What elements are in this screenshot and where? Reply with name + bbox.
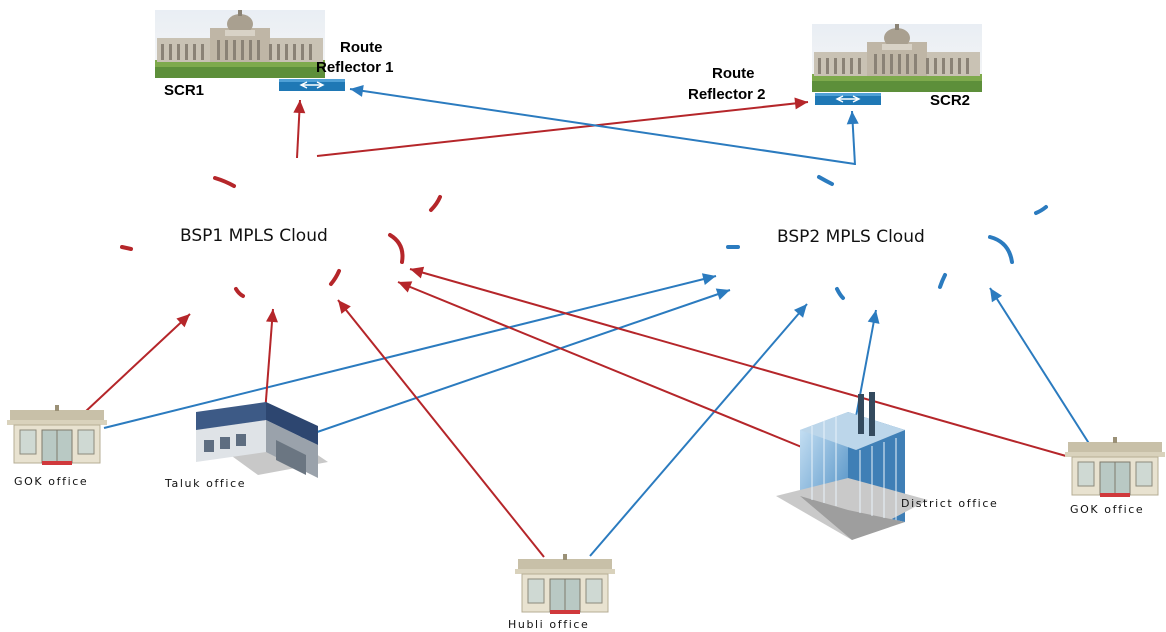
link-gok-right-to-bsp2-arrowhead	[990, 288, 1003, 303]
link-taluk-to-bsp2	[264, 289, 731, 451]
route-reflector-1-label-line1: Route	[340, 39, 383, 56]
scr1-label: SCR1	[164, 82, 204, 99]
link-gok-left-to-bsp1-arrowhead	[176, 314, 190, 328]
link-gok-left-to-bsp2	[103, 275, 717, 429]
link-district-to-bsp1	[397, 281, 849, 467]
link-scr1-uplink-bsp1-arrowhead	[293, 100, 306, 114]
link-taluk-to-bsp2-arrowhead	[715, 288, 730, 300]
link-hubli-to-bsp2	[589, 303, 808, 557]
bsp1-cloud: BSP1 MPLS Cloud	[120, 176, 442, 298]
scr2-site: SCR2 Route Reflector 2	[688, 24, 982, 109]
gok-office-left-label: GOK office	[14, 475, 88, 488]
link-bsp2-uplink-scr2-arrowhead	[846, 111, 859, 125]
bsp2-cloud: BSP2 MPLS Cloud	[726, 175, 1048, 300]
link-taluk-to-bsp1-arrowhead	[266, 309, 278, 323]
hubli-office-label: Hubli office	[508, 618, 589, 631]
link-gok-right-to-bsp1-arrowhead	[410, 266, 425, 279]
link-bsp2-to-rr1-arrowhead	[350, 84, 364, 97]
link-gok-left-to-bsp1	[84, 313, 191, 413]
taluk-office-label: Taluk office	[164, 477, 246, 490]
route-reflector-2-label-line1: Route	[712, 65, 755, 82]
scr2-label: SCR2	[930, 92, 970, 109]
district-office-label: District office	[901, 497, 998, 510]
hubli-office[interactable]: Hubli office	[508, 553, 616, 631]
legislature-building-icon	[812, 24, 982, 92]
link-gok-left-to-bsp2-arrowhead	[701, 273, 716, 285]
gok-office-left[interactable]: GOK office	[6, 404, 108, 488]
gok-office-right-label: GOK office	[1070, 503, 1144, 516]
router-icon[interactable]	[814, 92, 882, 106]
router-icon[interactable]	[278, 78, 346, 92]
tower-office-icon	[776, 392, 928, 540]
link-gok-right-to-bsp2	[989, 287, 1091, 446]
scr1-site: SCR1 Route Reflector 1	[155, 10, 394, 99]
shop-office-icon	[1064, 436, 1166, 498]
shop-office-icon	[6, 404, 108, 466]
bsp2-cloud-label: BSP2 MPLS Cloud	[777, 227, 925, 247]
gok-office-right[interactable]: GOK office	[1064, 436, 1166, 516]
bsp1-cloud-label: BSP1 MPLS Cloud	[180, 226, 328, 246]
link-bsp1-to-rr2	[316, 101, 809, 157]
link-hubli-to-bsp2-arrowhead	[793, 304, 807, 318]
legislature-building-icon	[155, 10, 325, 78]
taluk-office[interactable]: Taluk office	[164, 402, 328, 490]
link-bsp2-to-rr1	[349, 88, 856, 165]
link-hubli-to-bsp1	[337, 299, 545, 558]
warehouse-office-icon	[196, 402, 328, 478]
link-bsp1-to-rr2-arrowhead	[794, 97, 808, 110]
link-gok-right-to-bsp1	[409, 268, 1067, 457]
link-hubli-to-bsp1-arrowhead	[338, 300, 351, 314]
district-office[interactable]: District office	[776, 392, 998, 540]
route-reflector-1-label-line2: Reflector 1	[316, 59, 394, 76]
link-district-to-bsp2-arrowhead	[867, 310, 880, 324]
link-district-to-bsp1-arrowhead	[398, 281, 413, 293]
route-reflector-2-label-line2: Reflector 2	[688, 86, 766, 103]
shop-office-icon	[514, 553, 616, 615]
